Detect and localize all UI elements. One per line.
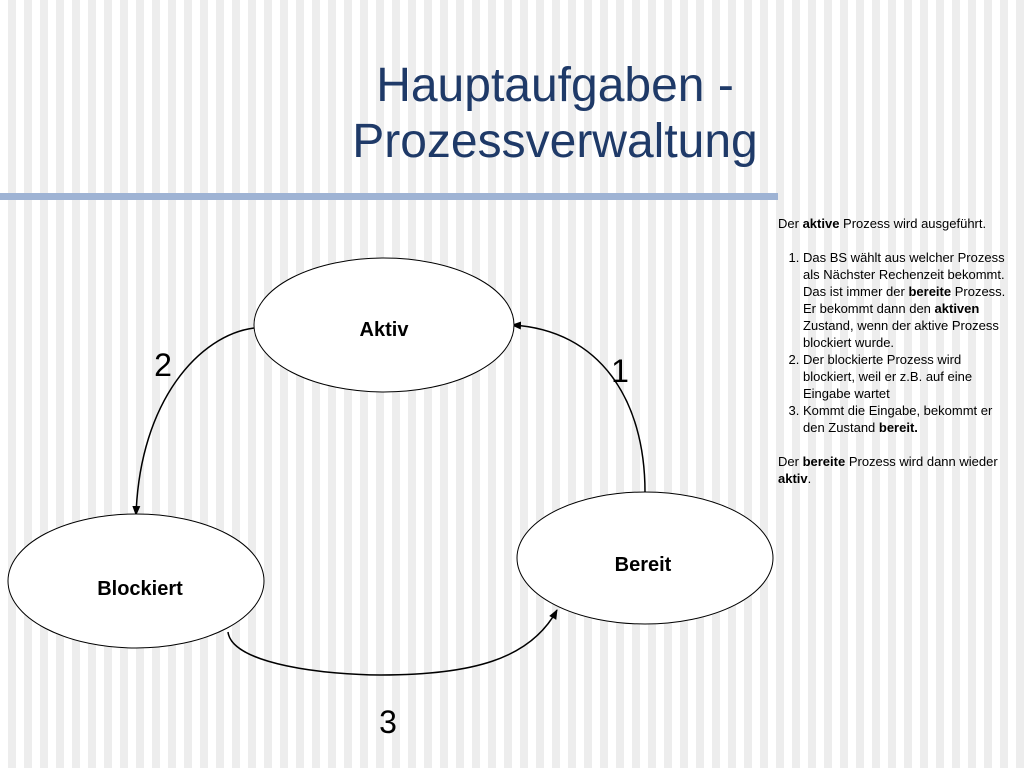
item2-text: Der blockierte Prozess wird blockiert, w… bbox=[803, 352, 973, 401]
item1-bold-1: bereite bbox=[908, 284, 952, 299]
notes-outro-post: . bbox=[807, 471, 812, 486]
notes-outro-mid: Prozess wird dann wieder bbox=[845, 454, 998, 469]
state-bereit-label: Bereit bbox=[615, 554, 672, 576]
arc-blockiert-to-bereit bbox=[227, 609, 558, 676]
title-line-2: Prozessverwaltung bbox=[352, 115, 758, 168]
notes-intro-pre: Der bbox=[778, 216, 803, 231]
notes-intro-bold: aktive bbox=[802, 216, 840, 231]
notes-intro-post: Prozess wird ausgeführt. bbox=[839, 216, 987, 231]
transition-3-label: 3 bbox=[379, 704, 397, 740]
slide-title: Hauptaufgaben - Prozessverwaltung bbox=[300, 58, 810, 170]
title-line-1: Hauptaufgaben - bbox=[376, 59, 734, 112]
item1-text-1: Das BS wählt aus welcher Prozess als Näc… bbox=[803, 250, 1005, 299]
list-item: Der blockierte Prozess wird blockiert, w… bbox=[803, 351, 1010, 402]
notes-outro-pre: Der bbox=[778, 454, 803, 469]
notes-outro-bold-1: bereite bbox=[802, 454, 846, 469]
notes-outro: Der bereite Prozess wird dann wieder akt… bbox=[778, 453, 1010, 487]
notes-intro: Der aktive Prozess wird ausgeführt. bbox=[778, 215, 1010, 232]
notes-list: Das BS wählt aus welcher Prozess als Näc… bbox=[778, 249, 1010, 436]
title-divider bbox=[0, 193, 778, 200]
item3-bold: bereit. bbox=[878, 420, 918, 435]
list-item: Das BS wählt aus welcher Prozess als Näc… bbox=[803, 249, 1010, 351]
item1-text-3: Zustand, wenn der aktive Prozess blockie… bbox=[803, 318, 999, 350]
notes-outro-bold-2: aktiv bbox=[778, 471, 808, 486]
item3-text: Kommt die Eingabe, bekommt er den Zustan… bbox=[803, 403, 993, 435]
list-item: Kommt die Eingabe, bekommt er den Zustan… bbox=[803, 402, 1010, 436]
transition-1-label: 1 bbox=[611, 353, 629, 389]
state-bereit: Bereit bbox=[516, 491, 774, 625]
item1-bold-2: aktiven bbox=[934, 301, 980, 316]
item1-text-2: Prozess. Er bekommt dann den bbox=[803, 284, 1006, 316]
state-blockiert: Blockiert bbox=[7, 513, 265, 649]
state-aktiv: Aktiv bbox=[253, 257, 515, 393]
notes-panel: Der aktive Prozess wird ausgeführt. Das … bbox=[778, 215, 1010, 487]
arc-bereit-to-aktiv bbox=[511, 321, 646, 493]
state-blockiert-label: Blockiert bbox=[97, 578, 183, 600]
transition-2-label: 2 bbox=[154, 347, 172, 383]
state-aktiv-label: Aktiv bbox=[360, 319, 410, 341]
arc-aktiv-to-blockiert bbox=[132, 327, 255, 516]
